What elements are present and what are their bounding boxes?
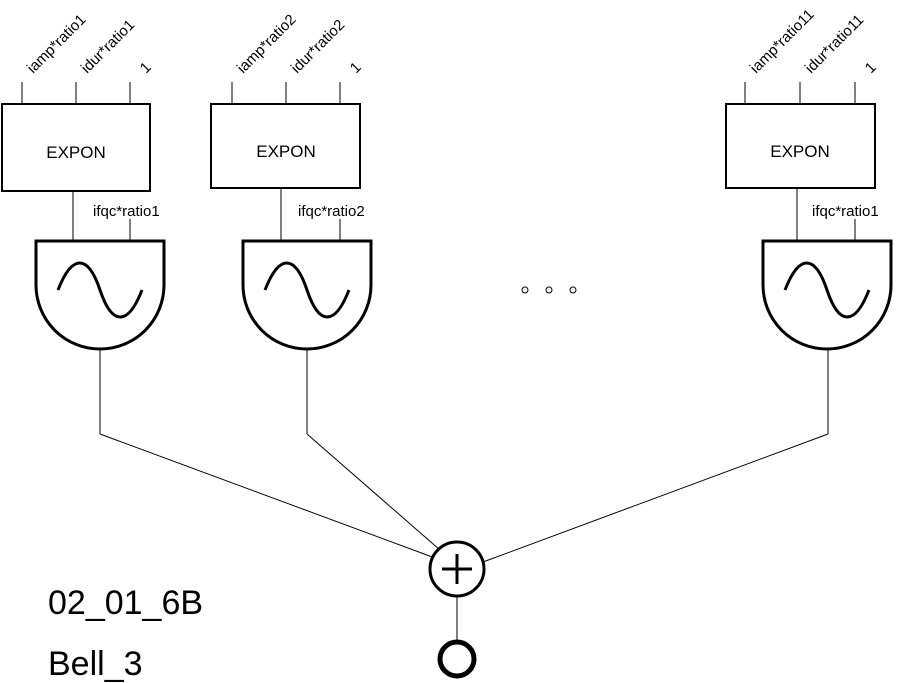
oscillator-body (761, 239, 893, 351)
ellipsis-icon (521, 286, 577, 294)
freq-label: ifqc*ratio2 (298, 203, 365, 220)
caption-code: 02_01_6B (48, 584, 203, 622)
expon-label: EXPON (46, 143, 106, 162)
input-label-end: 1 (137, 59, 155, 77)
expon-label: EXPON (256, 142, 316, 161)
plus-circle-icon (428, 540, 486, 598)
expon-label: EXPON (770, 142, 830, 161)
oscillator-body (241, 239, 373, 351)
summing-wires (99, 433, 829, 563)
sine-wave-icon (263, 261, 351, 319)
caption-name: Bell_3 (48, 645, 143, 683)
expon-box (725, 103, 876, 189)
expon-box (210, 103, 361, 189)
generator-2: iamp*ratio2 idur*ratio2 1 EXPON ifqc*rat… (210, 11, 373, 434)
oscillator-body (34, 239, 166, 351)
freq-label: ifqc*ratio1 (812, 203, 879, 220)
expon-box (1, 103, 151, 192)
input-label-end: 1 (862, 59, 880, 77)
generator-3: iamp*ratio11 idur*ratio11 1 EXPON ifqc*r… (725, 6, 893, 434)
sine-wave-icon (783, 261, 871, 319)
input-label-end: 1 (347, 59, 365, 77)
sine-wave-icon (56, 261, 144, 319)
generator-1: iamp*ratio1 idur*ratio1 1 EXPON ifqc*rat… (1, 11, 166, 434)
freq-label: ifqc*ratio1 (93, 203, 160, 220)
output-circle-icon (437, 639, 477, 679)
